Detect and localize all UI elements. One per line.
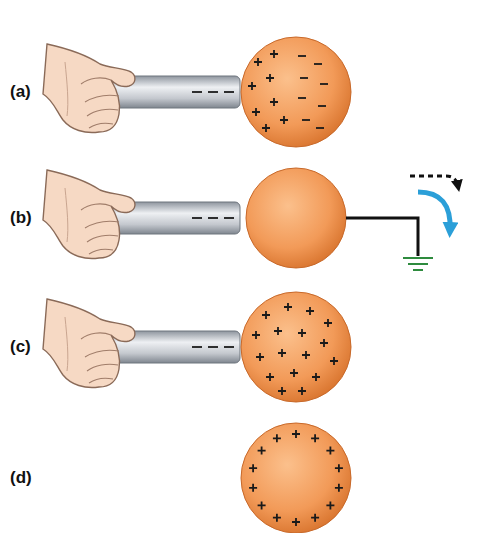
conducting-sphere (241, 292, 351, 402)
positive-charge (284, 303, 292, 311)
positive-charge (248, 82, 256, 90)
ground-symbol (403, 258, 433, 270)
panel-label: (c) (10, 337, 31, 357)
negative-charge (302, 119, 310, 121)
negative-charge (192, 217, 202, 219)
panel (43, 168, 458, 270)
positive-charge (273, 514, 281, 522)
positive-charge (274, 327, 282, 335)
panel (43, 37, 351, 147)
positive-charge (312, 373, 320, 381)
positive-charge (270, 98, 278, 106)
positive-charge (311, 434, 319, 442)
panel-label: (b) (10, 208, 32, 228)
panel (43, 292, 351, 402)
panel (241, 423, 351, 533)
positive-charge (252, 331, 260, 339)
conducting-sphere (246, 168, 346, 268)
positive-charge (262, 311, 270, 319)
positive-charge (249, 484, 257, 492)
positive-charge (311, 514, 319, 522)
conducting-sphere (241, 37, 351, 147)
negative-charge (298, 97, 306, 99)
positive-charge (298, 329, 306, 337)
positive-charge (254, 58, 262, 66)
positive-charge (320, 339, 328, 347)
conducting-sphere (241, 423, 351, 533)
negative-charge (320, 83, 328, 85)
negative-charge (316, 127, 324, 129)
positive-charge (262, 124, 270, 132)
positive-charge (256, 353, 264, 361)
positive-charge (335, 464, 343, 472)
negative-charge (208, 217, 218, 219)
negative-charge (192, 346, 202, 348)
positive-charge (258, 447, 266, 455)
panel-label: (d) (10, 468, 32, 488)
positive-charge (249, 464, 257, 472)
positive-charge (335, 484, 343, 492)
hand (43, 44, 135, 133)
negative-charge (224, 91, 234, 93)
negative-charge (224, 346, 234, 348)
electron-flow-arrow (410, 176, 458, 186)
hand (43, 170, 135, 259)
ground-wire (346, 218, 418, 256)
positive-charge (302, 351, 310, 359)
positive-charge (278, 349, 286, 357)
positive-charge (280, 116, 288, 124)
positive-charge (270, 50, 278, 58)
negative-charge (208, 346, 218, 348)
positive-charge (324, 319, 332, 327)
negative-charge (208, 91, 218, 93)
positive-charge (273, 434, 281, 442)
positive-charge (326, 447, 334, 455)
positive-charge (292, 518, 300, 526)
positive-charge (292, 430, 300, 438)
positive-charge (298, 387, 306, 395)
negative-charge (192, 91, 202, 93)
positive-charge (326, 501, 334, 509)
positive-charge (290, 369, 298, 377)
negative-charge (318, 105, 326, 107)
hand (43, 299, 135, 388)
positive-charge (258, 501, 266, 509)
panel-label: (a) (10, 82, 31, 102)
positive-charge (252, 108, 260, 116)
negative-charge (300, 77, 308, 79)
positive-charge (330, 357, 338, 365)
negative-charge (224, 217, 234, 219)
charge-flow-arrow (418, 192, 450, 230)
positive-charge (278, 387, 286, 395)
positive-charge (306, 307, 314, 315)
positive-charge (266, 74, 274, 82)
negative-charge (298, 55, 306, 57)
positive-charge (266, 373, 274, 381)
negative-charge (314, 63, 322, 65)
